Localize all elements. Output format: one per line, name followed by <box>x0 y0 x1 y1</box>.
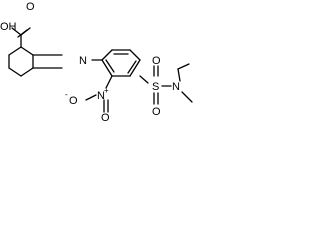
bond-benz-4 <box>129 59 141 77</box>
structure-drawing: OH O N N + O - O S O O N <box>0 1 193 122</box>
carbonyl-o-label: O <box>26 1 35 13</box>
bonds <box>8 27 193 113</box>
bond-pip-6 <box>8 46 22 56</box>
bond-n-ethyl1 <box>177 68 181 82</box>
bond-benz-6-inner <box>105 59 115 73</box>
sulfonyl-o2-label: O <box>152 106 161 118</box>
bond-n-ethyl2 <box>181 91 193 103</box>
bond-c-oh <box>11 27 22 36</box>
amide-n-label: N <box>172 81 180 93</box>
sulfonyl-s-label: S <box>152 81 159 93</box>
sulfonyl-o1-label: O <box>152 55 161 67</box>
nitro-minus-label: - <box>65 90 68 99</box>
bond-benz-6 <box>101 59 113 77</box>
nitro-o2-label: O <box>101 112 110 122</box>
bond-benz-1 <box>101 49 113 61</box>
bond-pip-1 <box>20 46 34 56</box>
bond-benz-4-inner <box>127 60 137 74</box>
nitro-plus-label: + <box>104 86 109 95</box>
bond-pip-3 <box>20 67 34 77</box>
molecule-diagram: OH O N N + O - O S O O N <box>0 0 194 122</box>
atom-labels: OH O N N + O - O S O O N <box>0 1 180 122</box>
bond-aryl-nitro <box>105 75 113 89</box>
bond-aryl-s <box>139 75 149 84</box>
bond-nitro-o1 <box>85 94 97 101</box>
nitro-n-label: N <box>97 90 105 102</box>
bond-c-o-double-2 <box>17 29 28 38</box>
oh-label: OH <box>0 21 17 33</box>
bond-ethyl1 <box>177 63 190 70</box>
bond-pip-4 <box>8 67 22 77</box>
piperidine-n-label: N <box>79 55 87 67</box>
bond-benz-3 <box>129 49 141 61</box>
nitro-o1-label: O <box>69 95 78 107</box>
